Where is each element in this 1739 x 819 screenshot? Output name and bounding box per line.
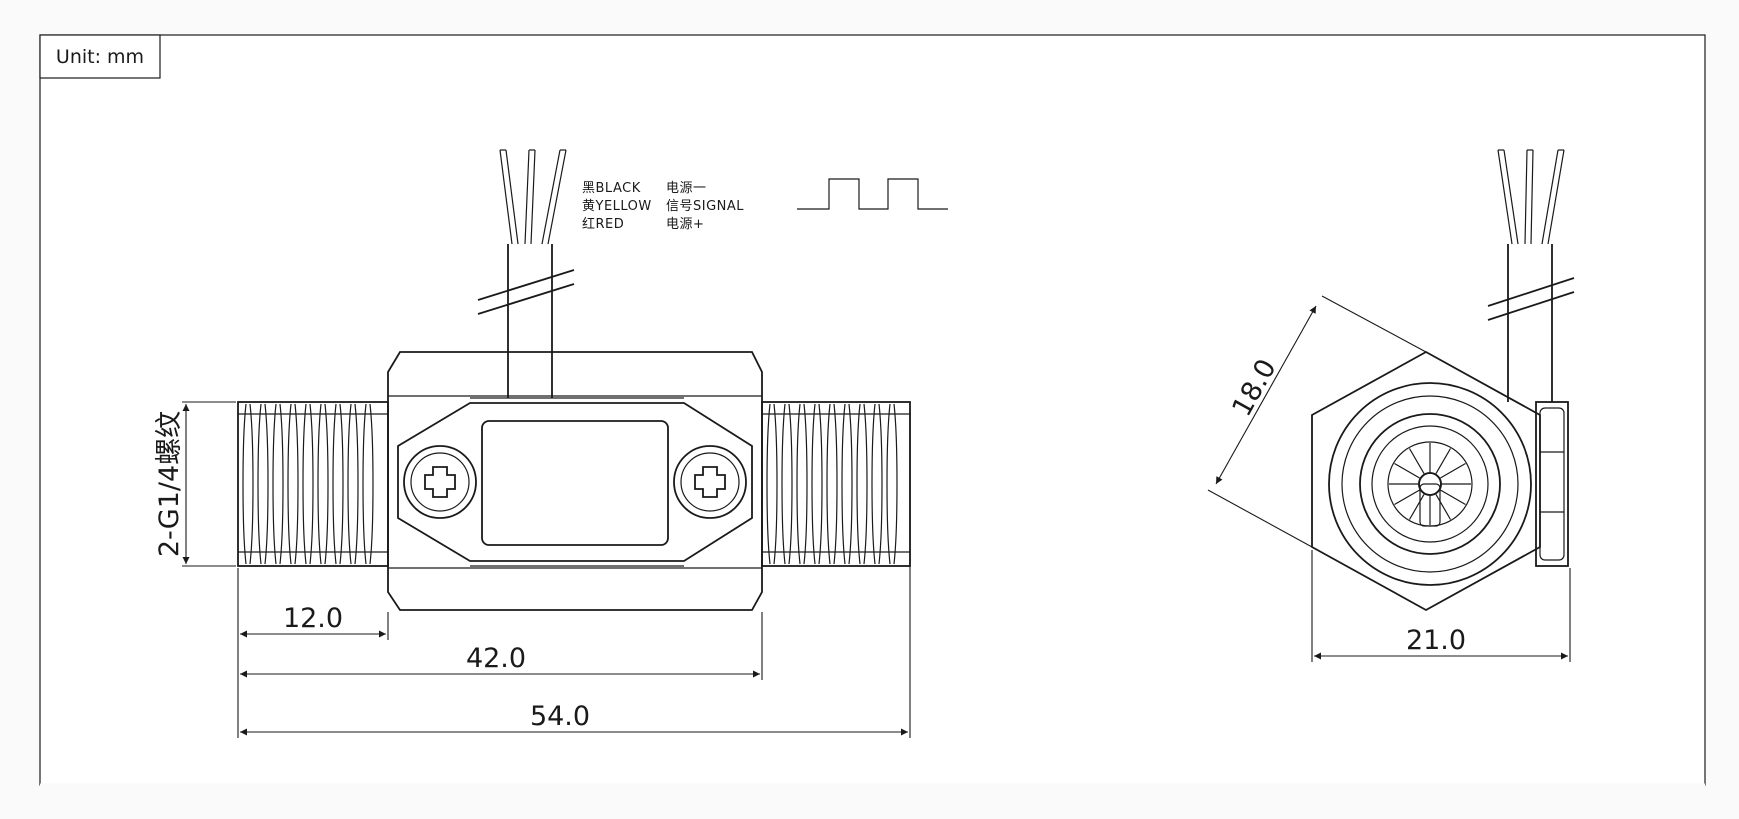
front-view: 黑BLACK 电源一 黄YELLOW 信号SIGNAL 红RED 电源+ <box>237 149 948 611</box>
unit-label: Unit: mm <box>56 46 144 68</box>
legend-red: 红RED <box>582 216 624 232</box>
right-thread <box>761 401 911 567</box>
right-screw-icon <box>673 445 747 519</box>
front-dimensions: 2-G1/4螺纹 12.0 42.0 54.0 <box>154 401 911 738</box>
left-thread <box>237 401 389 567</box>
display-window <box>481 420 669 546</box>
cover-plate <box>397 402 753 562</box>
unit-box <box>39 34 161 79</box>
legend-yellow-function: 信号SIGNAL <box>666 199 744 214</box>
side-cable <box>1487 149 1575 402</box>
dim-side-width: 21.0 <box>1406 625 1466 656</box>
dim-total-length: 54.0 <box>530 701 590 732</box>
wire-legend: 黑BLACK 电源一 黄YELLOW 信号SIGNAL 红RED 电源+ <box>582 181 744 232</box>
legend-yellow: 黄YELLOW <box>582 199 652 214</box>
pulse-waveform-icon <box>797 178 948 210</box>
legend-red-function: 电源+ <box>666 217 704 232</box>
drawing-sheet <box>39 34 1706 786</box>
body-housing <box>387 351 763 611</box>
dim-body-length: 42.0 <box>466 643 526 674</box>
legend-black: 黑BLACK <box>582 181 641 196</box>
left-screw-icon <box>403 445 477 519</box>
dim-thread-length: 12.0 <box>283 603 343 634</box>
side-view <box>1311 149 1575 612</box>
dim-thread-spec: 2-G1/4螺纹 <box>154 411 185 557</box>
legend-black-function: 电源一 <box>666 181 707 196</box>
turbine-icon <box>1387 441 1473 527</box>
cable <box>477 149 575 398</box>
